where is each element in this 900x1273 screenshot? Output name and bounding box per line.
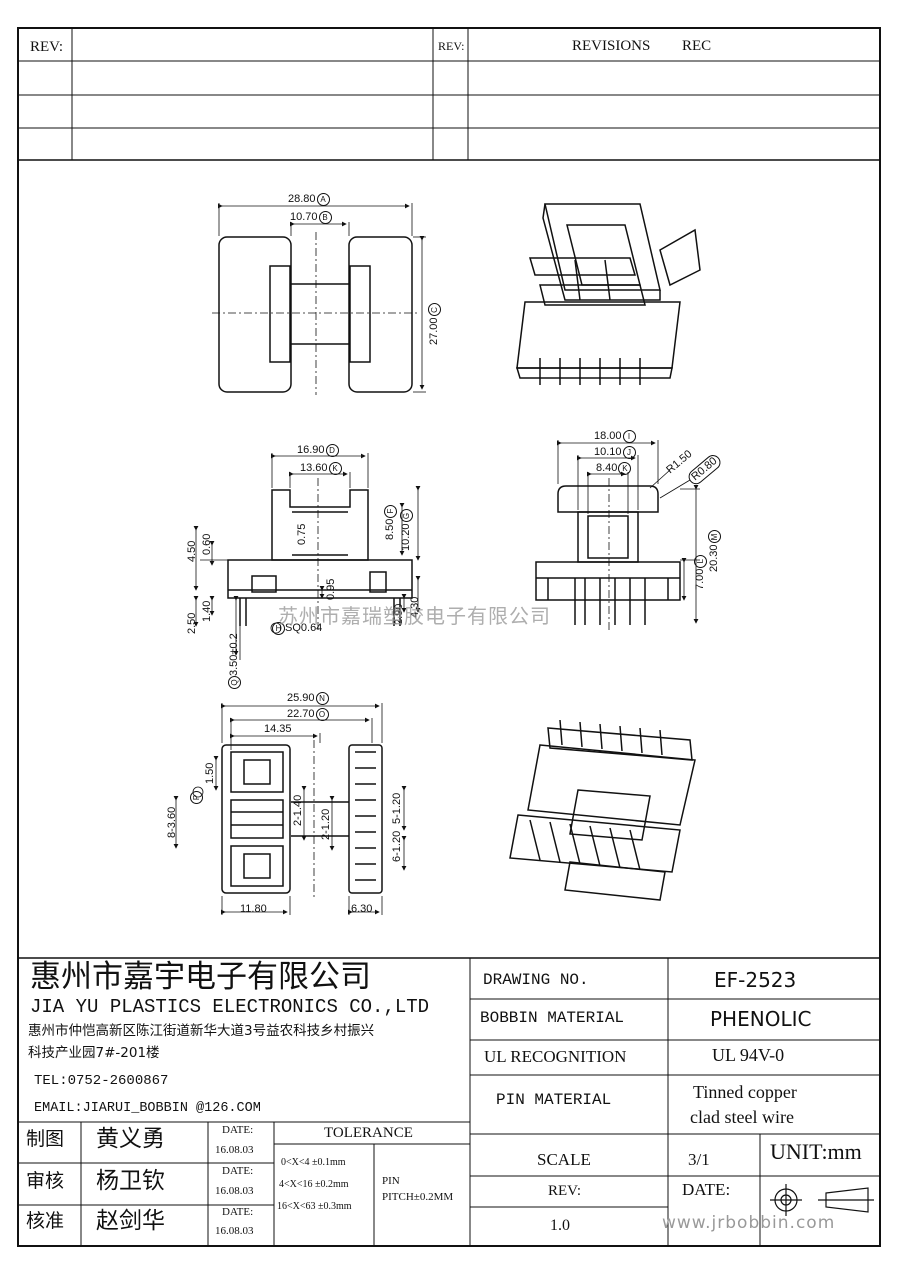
dim-front-winding: 8.50F	[384, 504, 397, 540]
dim-bottom-p2: 2-1.20	[320, 808, 332, 840]
revision-table	[18, 28, 880, 161]
ul-value: UL 94V-0	[712, 1045, 785, 1065]
date-review: 16.08.03	[215, 1185, 254, 1197]
dim-front-base-gap: 0.95	[325, 578, 337, 600]
name-review: 杨卫钦	[96, 1168, 165, 1194]
dim-front-total: 10.20G	[400, 509, 413, 551]
address-line-1: 惠州市仲恺高新区陈江街道新华大道3号益农科技乡村振兴	[28, 1023, 375, 1039]
dim-bottom-p3: 5-1.20	[391, 792, 403, 824]
rev-value: 1.0	[550, 1217, 570, 1234]
outer-frame	[17, 27, 881, 1247]
date-label-review: DATE:	[222, 1165, 254, 1177]
rec-label: REC	[682, 38, 712, 54]
rev-label-left: REV:	[30, 39, 64, 55]
date-label-draw: DATE:	[222, 1124, 254, 1136]
revisions-label: REVISIONS	[572, 38, 651, 54]
name-draw: 黄义勇	[96, 1126, 165, 1152]
dim-bottom-w3: 14.35	[264, 723, 292, 735]
dim-bottom-right: 6.30	[351, 903, 373, 915]
dim-bottom-left: 11.80	[240, 903, 267, 915]
rev-label: REV:	[548, 1183, 582, 1199]
side-view	[535, 478, 681, 632]
dim-bottom-p4: 6-1.20	[391, 830, 403, 862]
dim-front-pin-b: 2.50	[186, 612, 198, 634]
tel: TEL:0752-2600867	[34, 1073, 169, 1089]
rev-label-right: REV:	[438, 39, 465, 53]
dim-bottom-h1: 1.50	[204, 762, 216, 784]
dim-front-flange-h: 4.50	[186, 540, 198, 562]
bobbin-material: PHENOLIC	[710, 1007, 812, 1031]
name-approve: 赵剑华	[96, 1208, 165, 1234]
iso-view-top	[515, 203, 701, 385]
tolerance-3: 16<X<63 ±0.3mm	[277, 1201, 352, 1212]
dim-bottom-h2: 8-3.60	[166, 806, 178, 838]
dim-side-base: 7.00L	[694, 554, 707, 590]
drawing-no-label: DRAWING NO.	[483, 971, 589, 989]
top-view	[212, 232, 420, 395]
role-draw: 制图	[26, 1128, 65, 1150]
title-block	[18, 957, 880, 1246]
pin-material-label: PIN MATERIAL	[496, 1091, 612, 1109]
pin-pitch-1: PIN	[382, 1175, 400, 1187]
dim-front-pin-c: 1.40	[201, 600, 213, 622]
date-approve: 16.08.03	[215, 1225, 254, 1237]
dim-front-pin-len: Q3.50±0.2	[228, 633, 241, 690]
role-approve: 核准	[26, 1210, 65, 1232]
dim-front-wall: 0.75	[296, 523, 308, 545]
dim-top-height: 27.00C	[428, 303, 441, 345]
watermark: 苏州市嘉瑞塑胶电子有限公司	[278, 604, 551, 628]
company-en: JIA YU PLASTICS ELECTRONICS CO.,LTD	[30, 996, 430, 1018]
pin-material-2: clad steel wire	[690, 1107, 794, 1127]
dim-bottom-h2-mark: P	[190, 791, 203, 805]
pin-pitch-2: PITCH±0.2MM	[382, 1191, 454, 1203]
email: EMAIL:JIARUI_BOBBIN @126.COM	[34, 1101, 261, 1116]
projection-symbol-icon	[770, 1184, 874, 1216]
dim-front-flange-t: 0.60	[201, 533, 213, 555]
scale-label: SCALE	[537, 1150, 591, 1169]
iso-view-bottom	[509, 719, 696, 901]
company-cn: 惠州市嘉宇电子有限公司	[30, 959, 371, 995]
date-label: DATE:	[682, 1180, 731, 1199]
scale-value: 3/1	[688, 1150, 710, 1169]
tolerance-1: 0<X<4 ±0.1mm	[281, 1157, 346, 1168]
drawing-no: EF-2523	[714, 968, 797, 992]
bobbin-material-label: BOBBIN MATERIAL	[480, 1009, 625, 1027]
role-review: 审核	[26, 1170, 65, 1192]
ul-label: UL RECOGNITION	[484, 1047, 627, 1066]
unit: UNIT:mm	[770, 1139, 862, 1164]
pin-material-1: Tinned copper	[693, 1082, 797, 1102]
dim-bottom-p1: 2-1.40	[292, 794, 304, 826]
footer-url: www.jrbobbin.com	[662, 1213, 836, 1233]
dim-side-total: 20.30M	[708, 530, 721, 572]
date-label-approve: DATE:	[222, 1206, 254, 1218]
address-line-2: 科技产业园7#-201楼	[28, 1045, 160, 1061]
tolerance-2: 4<X<16 ±0.2mm	[279, 1179, 349, 1190]
bottom-view	[221, 740, 383, 900]
date-draw: 16.08.03	[215, 1144, 254, 1156]
tolerance-label: TOLERANCE	[324, 1125, 413, 1141]
